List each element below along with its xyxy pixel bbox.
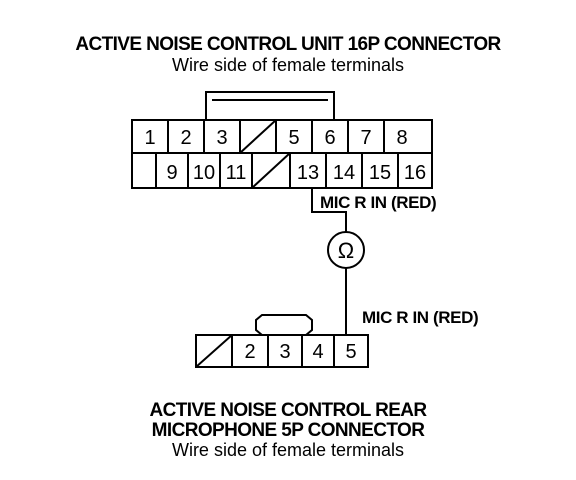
bottom-connector-latch xyxy=(255,314,313,336)
top-connector-subtitle: Wire side of female terminals xyxy=(171,55,405,75)
bottom-connector-title-line1: ACTIVE NOISE CONTROL REAR xyxy=(149,400,427,421)
bottom-connector-title-line2: MICROPHONE 5P CONNECTOR xyxy=(151,420,425,441)
top-pin-5: 5 xyxy=(288,127,299,149)
top-pin-10: 10 xyxy=(193,162,215,184)
top-pin-15: 15 xyxy=(369,162,391,184)
bottom-pin-5: 5 xyxy=(345,341,356,363)
bottom-pin-2: 2 xyxy=(244,341,255,363)
bottom-empty-slot-1 xyxy=(195,334,233,368)
bottom-connector-subtitle: Wire side of female terminals xyxy=(171,440,405,460)
top-empty-slot-12 xyxy=(251,152,291,189)
top-empty-slot-4 xyxy=(239,119,277,154)
bottom-pin-3: 3 xyxy=(279,341,290,363)
top-pin-14: 14 xyxy=(333,162,355,184)
top-pin-1: 1 xyxy=(144,127,155,149)
upper-wire xyxy=(311,188,347,232)
top-pin-11: 11 xyxy=(226,162,247,184)
bottom-pin-4: 4 xyxy=(312,341,323,363)
top-pin-2: 2 xyxy=(180,127,191,149)
top-connector-latch xyxy=(205,91,335,120)
top-pin-3: 3 xyxy=(216,127,227,149)
top-pin-8: 8 xyxy=(396,127,407,149)
bottom-connector-body xyxy=(195,334,369,368)
lower-wire-label: MIC R IN (RED) xyxy=(362,308,479,327)
ohm-symbol: Ω xyxy=(338,238,354,263)
top-pin-7: 7 xyxy=(360,127,371,149)
top-connector-body xyxy=(131,119,433,189)
ohmmeter-icon xyxy=(327,231,365,269)
top-pin-9: 9 xyxy=(166,162,177,184)
top-pin-13: 13 xyxy=(297,162,319,184)
upper-wire-label: MIC R IN (RED) xyxy=(320,193,437,212)
top-connector-title: ACTIVE NOISE CONTROL UNIT 16P CONNECTOR xyxy=(75,34,501,55)
top-pin-16: 16 xyxy=(404,162,426,184)
top-pin-6: 6 xyxy=(324,127,335,149)
